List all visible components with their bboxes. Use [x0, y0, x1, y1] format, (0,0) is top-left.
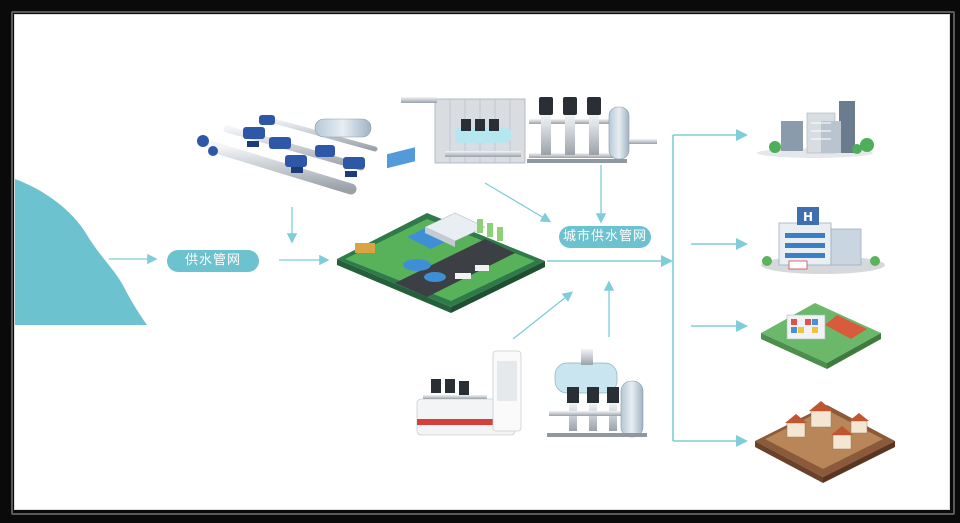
pump-station	[197, 115, 378, 195]
water-source-shape	[15, 179, 147, 325]
residential-villas	[755, 401, 895, 483]
diagram-canvas: H 供水管网 城市供水管网	[14, 14, 950, 510]
diagram-svg: H	[15, 97, 895, 483]
supply-network-label: 供水管网	[167, 250, 259, 272]
flow-arrow-bottom-a-to-city	[512, 291, 574, 340]
integrated-pump-station	[416, 350, 522, 436]
hospital: H	[761, 207, 885, 274]
hospital-h-icon: H	[803, 210, 813, 224]
pressure-tank-pump-set	[547, 349, 647, 438]
booster-pump-cabinet	[401, 97, 526, 164]
flow-arrow-top-a-to-city	[484, 182, 552, 223]
school	[761, 303, 881, 369]
office-buildings	[757, 101, 874, 158]
city-supply-network-label: 城市供水管网	[559, 226, 651, 248]
variable-frequency-pump-set	[527, 97, 657, 163]
water-treatment-plant	[337, 147, 545, 313]
